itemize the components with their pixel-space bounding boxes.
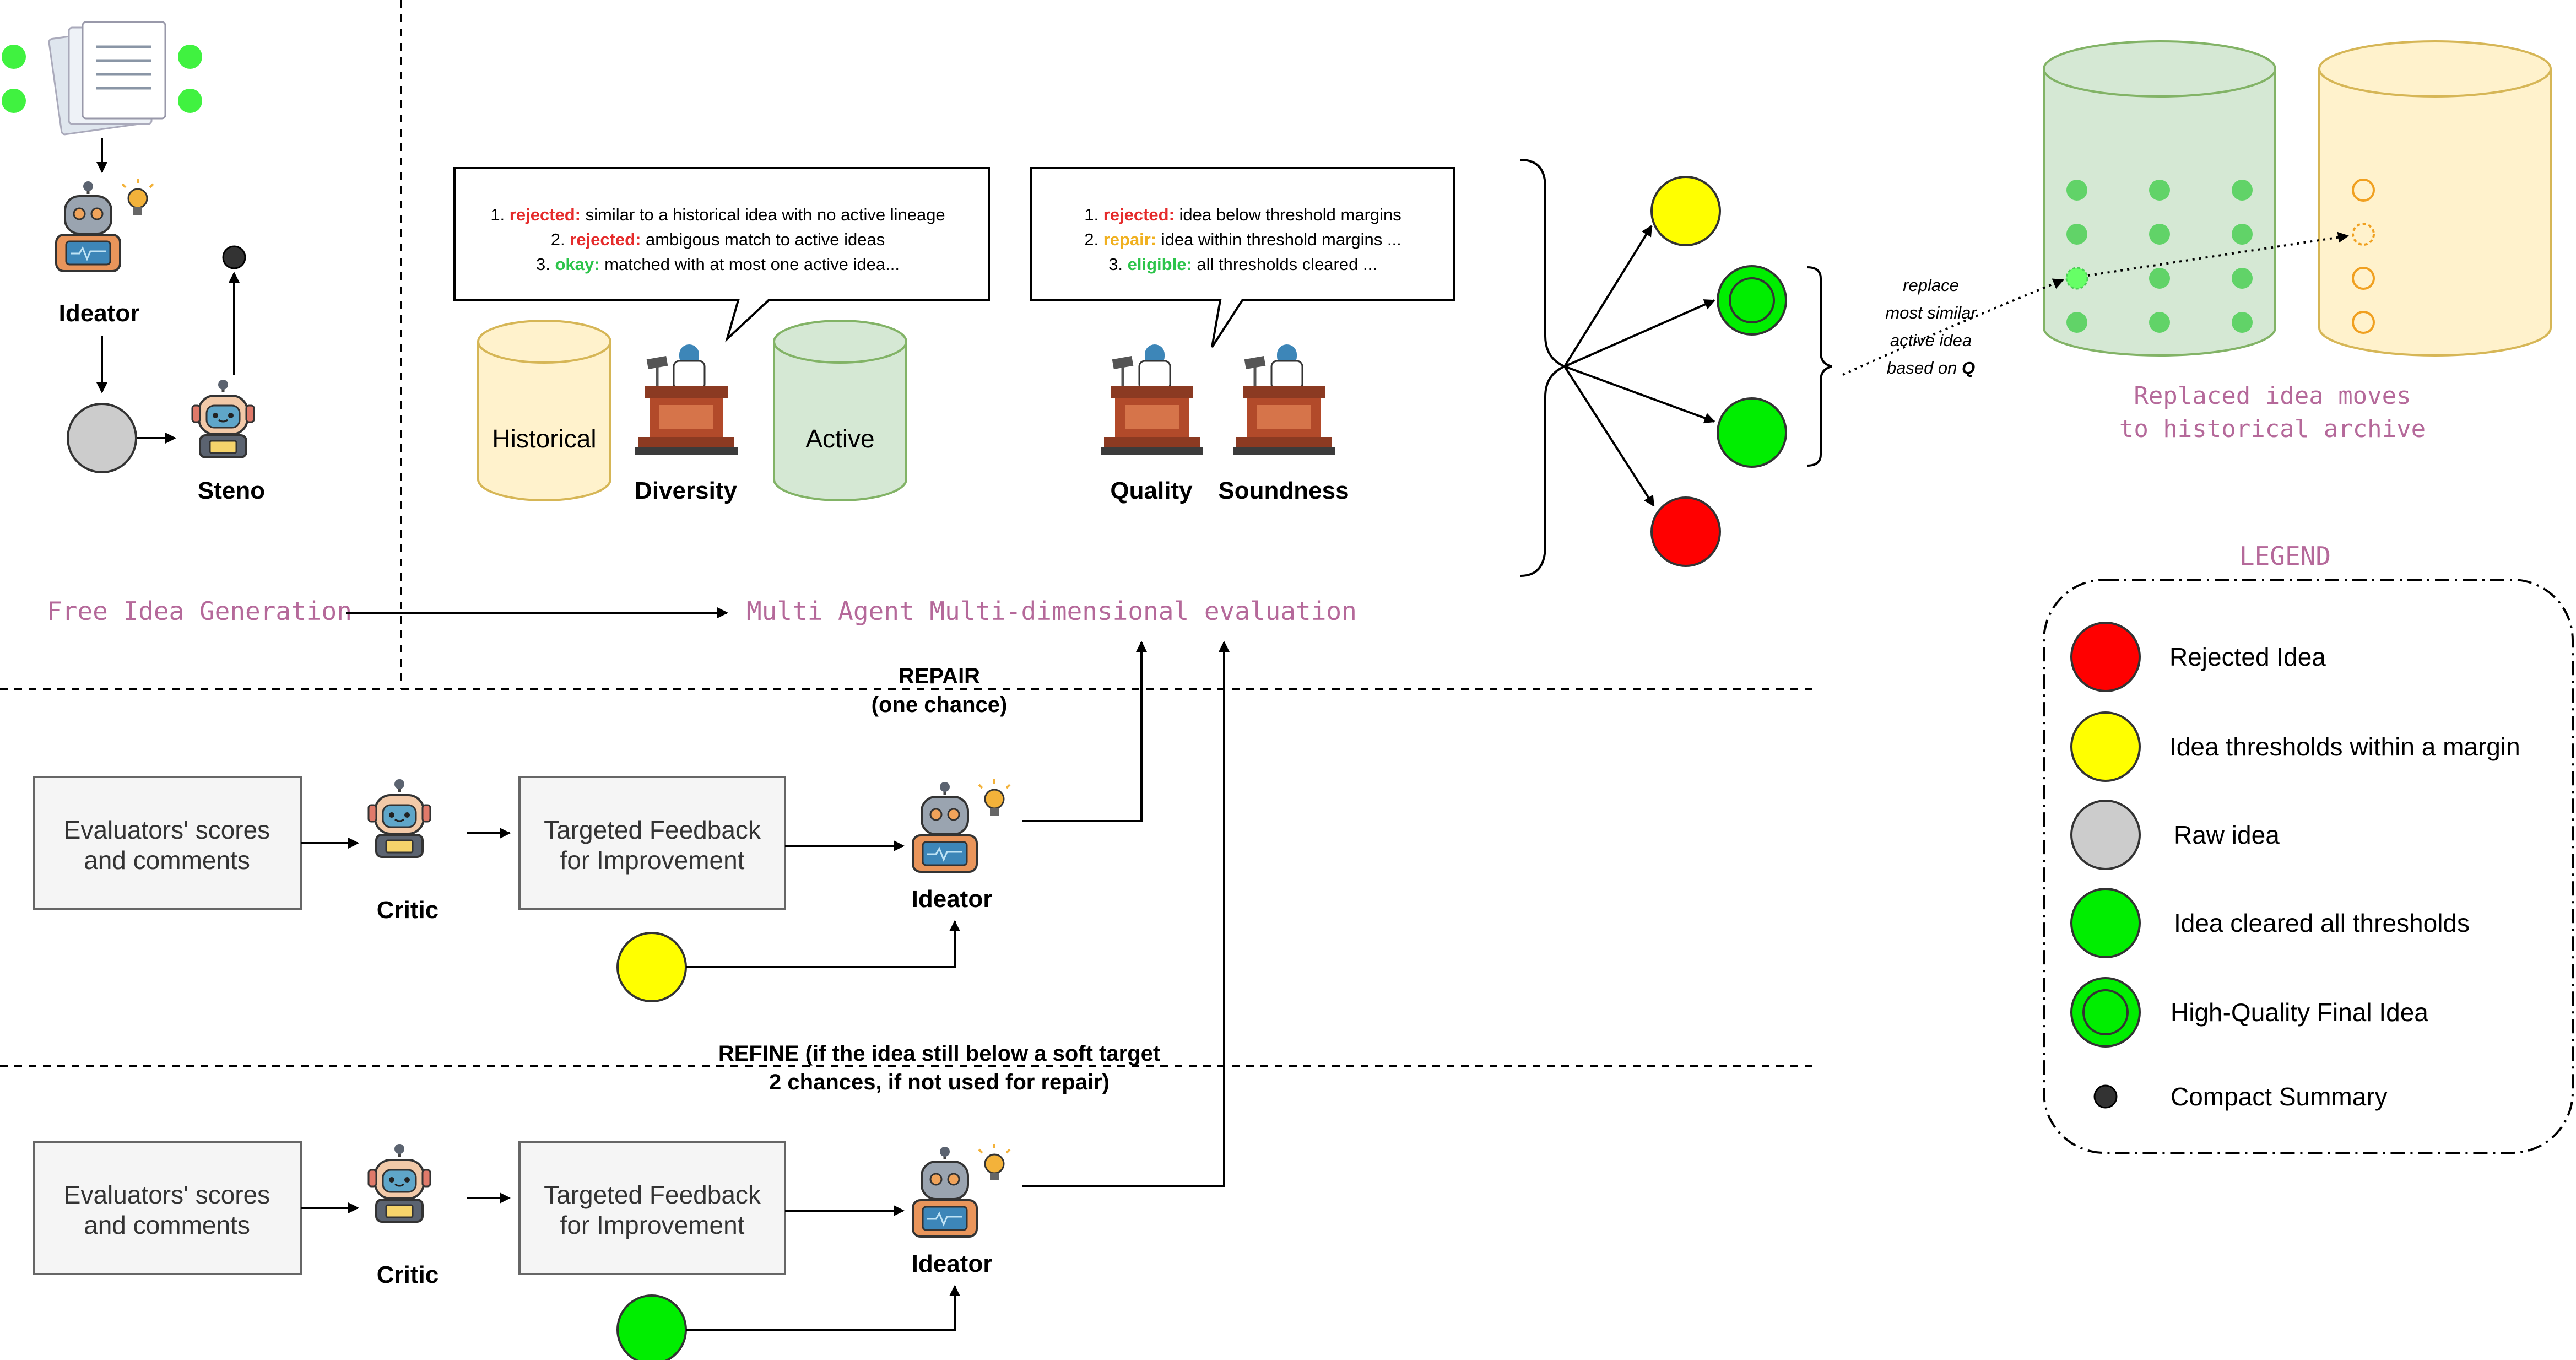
historical-archive-cylinder [2318, 40, 2552, 357]
refine-subtitle: 2 chances, if not used for repair) [769, 1070, 1110, 1094]
repair-critic-robot-icon [369, 779, 430, 857]
legend-box [2043, 579, 2574, 1154]
repair-feedback-text: Targeted Feedback [544, 816, 761, 844]
refine-critic-label: Critic [377, 1261, 439, 1288]
legend-label: Raw idea [2174, 821, 2280, 849]
refine-scores-text: and comments [84, 1211, 250, 1239]
input-dot-icon [2, 89, 26, 113]
evaluation-caption: Multi Agent Multi-dimensional evaluation [746, 596, 1357, 626]
refine-feedback-text: Targeted Feedback [544, 1180, 761, 1209]
active-label: Active [805, 424, 874, 453]
fan-arrow-final [1564, 299, 1715, 368]
soundness-label: Soundness [1218, 477, 1349, 504]
quality-label: Quality [1110, 477, 1193, 504]
diversity-bubble-line: 1. rejected: similar to a historical ide… [490, 205, 945, 224]
archive-caption-line: Replaced idea moves [2134, 382, 2411, 410]
quality-bubble-line: 2. repair: idea within threshold margins… [1084, 230, 1401, 249]
steno-robot-icon [192, 380, 254, 457]
replace-note-line: replace [1903, 276, 1959, 295]
input-dot-icon [178, 89, 202, 113]
diversity-label: Diversity [635, 477, 737, 504]
legend-label: Compact Summary [2171, 1082, 2388, 1111]
quality-bubble-line: 1. rejected: idea below threshold margin… [1084, 205, 1401, 224]
black-dot-icon [2093, 1084, 2118, 1109]
margin-idea-circle [1650, 176, 1721, 246]
free-idea-generation-caption: Free Idea Generation [47, 596, 352, 626]
refine-title: REFINE (if the idea still below a soft t… [718, 1041, 1160, 1066]
legend-label: Rejected Idea [2169, 643, 2326, 671]
replace-note-line: active idea [1890, 331, 1972, 350]
archive-move-arrow [2087, 231, 2349, 277]
input-dot-icon [2, 45, 26, 69]
fan-arrow-green [1564, 365, 1715, 424]
replace-arrow [1842, 278, 2064, 376]
legend-label: Idea cleared all thresholds [2174, 909, 2470, 937]
ideator-label: Ideator [59, 300, 140, 327]
green-circle-icon [2070, 888, 2141, 958]
diversity-bubble-line: 2. rejected: ambigous match to active id… [551, 230, 885, 249]
document-icon [48, 21, 166, 136]
refine-scores-box [33, 1141, 302, 1275]
legend-title: LEGEND [2239, 541, 2331, 571]
diversity-judge-icon [635, 344, 738, 455]
outcome-brace [1520, 159, 1568, 577]
active-store-cylinder [2043, 40, 2276, 357]
refine-scores-text: Evaluators' scores [64, 1180, 270, 1209]
repair-subtitle: (one chance) [872, 693, 1008, 717]
fan-arrow-red [1563, 365, 1655, 507]
legend-label: Idea thresholds within a margin [2169, 732, 2520, 761]
replaced-idea-dot [2065, 267, 2088, 290]
repair-to-evaluation-arrow [1022, 641, 1147, 822]
raw-idea-circle [67, 403, 137, 473]
quality-judge-icon [1101, 344, 1203, 455]
replace-note-line: most similar [1885, 303, 1977, 322]
active-idea-dots [2066, 180, 2253, 333]
fan-arrow-yellow [1563, 225, 1653, 368]
refine-idea-to-ideator-arrow [686, 1285, 960, 1331]
refine-input-idea-circle [616, 1294, 687, 1360]
yellow-circle-icon [2070, 711, 2141, 782]
historical-cylinder [477, 320, 611, 501]
refine-to-evaluation-arrow [1022, 641, 1230, 1187]
historical-label: Historical [492, 424, 596, 453]
rejected-idea-circle [1650, 496, 1721, 567]
archive-caption-line: to historical archive [2119, 415, 2426, 443]
repair-input-idea-circle [616, 932, 687, 1002]
refine-critic-robot-icon [369, 1144, 430, 1222]
refine-feedback-box [518, 1141, 786, 1275]
repair-critic-label: Critic [377, 897, 439, 924]
diversity-speech-bubble [453, 167, 990, 343]
repair-feedback-text: for Improvement [560, 846, 745, 875]
repair-ideator-label: Ideator [912, 886, 993, 913]
ideator-robot-icon [56, 179, 153, 271]
repair-scores-text: Evaluators' scores [64, 816, 270, 844]
compact-summary-dot [222, 245, 246, 269]
quality-bubble-line: 3. eligible: all thresholds cleared ... [1108, 255, 1377, 274]
passing-brace [1806, 266, 1832, 467]
repair-idea-to-ideator-arrow [686, 920, 960, 968]
soundness-judge-icon [1233, 344, 1335, 455]
archived-idea-dots [2352, 179, 2375, 334]
diversity-bubble-line: 3. okay: matched with at most one active… [536, 255, 900, 274]
replace-note-line: based on Q [1887, 358, 1975, 377]
refine-feedback-text: for Improvement [560, 1211, 745, 1239]
refine-ideator-label: Ideator [912, 1250, 993, 1277]
red-circle-icon [2070, 622, 2141, 692]
repair-title: REPAIR [899, 664, 980, 688]
active-cylinder [773, 320, 907, 501]
quality-speech-bubble [1030, 167, 1455, 348]
gray-circle-icon [2070, 800, 2141, 870]
final-idea-inner-circle [1729, 277, 1775, 323]
repair-feedback-box [518, 776, 786, 910]
repair-ideator-robot-icon [913, 779, 1010, 872]
input-dot-icon [178, 45, 202, 69]
repair-scores-text: and comments [84, 846, 250, 875]
steno-label: Steno [198, 477, 265, 504]
repair-scores-box [33, 776, 302, 910]
refine-ideator-robot-icon [913, 1144, 1010, 1237]
legend-label: High-Quality Final Idea [2171, 998, 2428, 1027]
cleared-idea-circle [1717, 397, 1787, 468]
